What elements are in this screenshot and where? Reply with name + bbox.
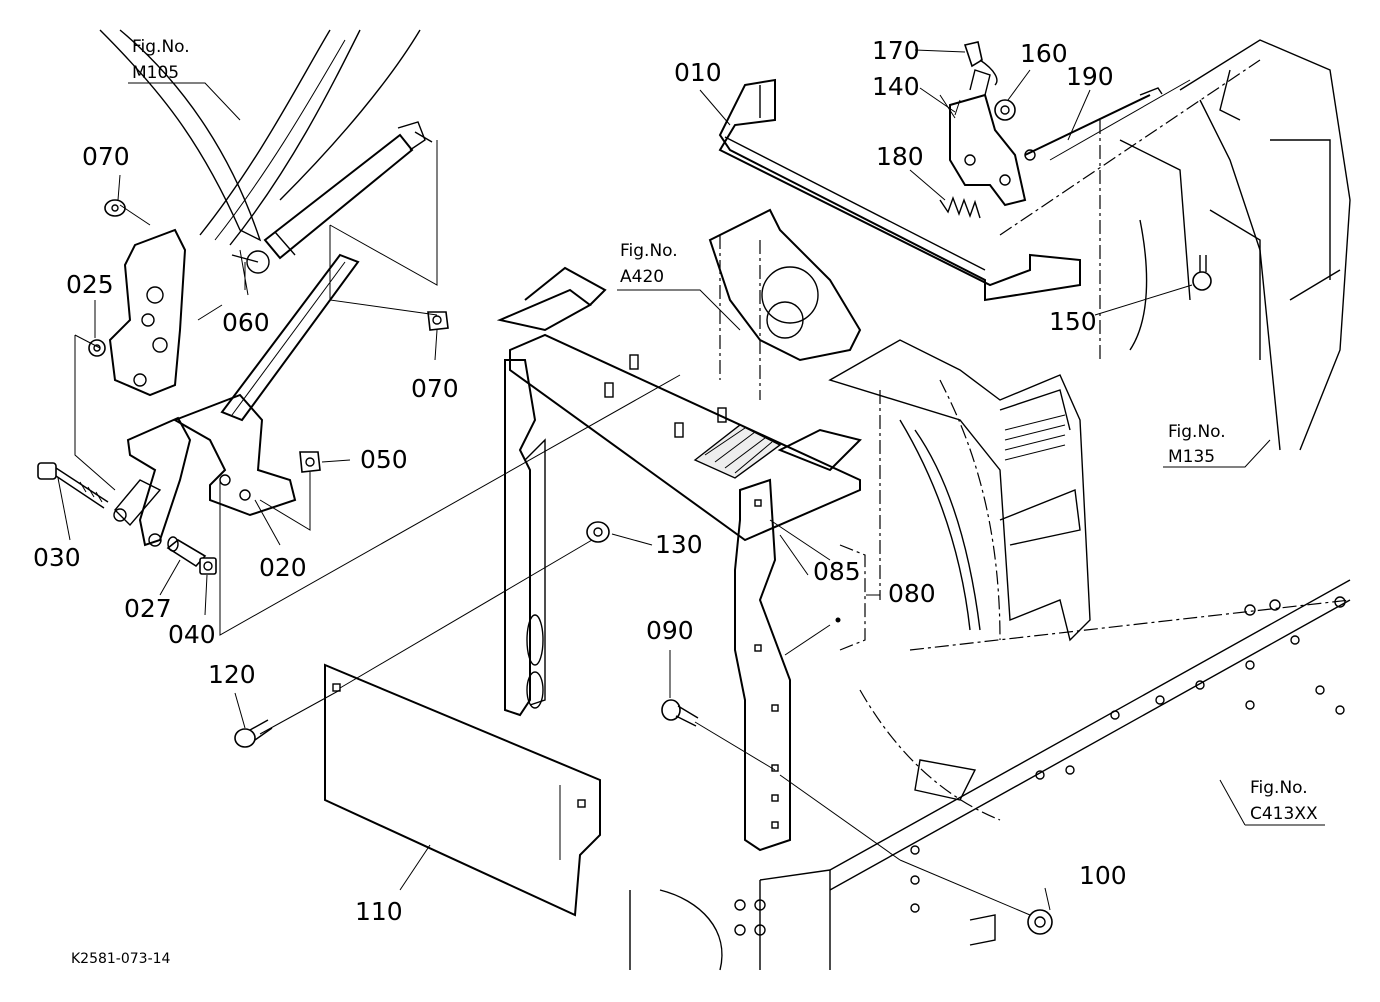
nut-130: [586, 521, 610, 543]
fig-ref-number: A420: [620, 267, 664, 287]
housing-m135: [999, 39, 1351, 451]
bolt-150: [1192, 255, 1212, 291]
washer-070-top: [104, 199, 126, 217]
latch-assembly: [949, 69, 1027, 207]
label-110: 110: [355, 897, 403, 926]
label-090: 090: [646, 616, 694, 645]
label-070-right: 070: [411, 374, 459, 403]
fig-ref-number: C413XX: [1250, 804, 1318, 824]
fig-ref-number: M135: [1168, 447, 1215, 467]
rod-190: [1024, 87, 1163, 161]
label-100: 100: [1079, 861, 1127, 890]
label-140: 140: [872, 72, 920, 101]
gas-strut: [231, 121, 433, 274]
nut-070-right: [427, 311, 449, 331]
fig-ref-title: Fig.No.: [620, 241, 678, 261]
reference-lines-left: [74, 140, 681, 636]
spring-180: [939, 195, 981, 219]
label-040: 040: [168, 620, 216, 649]
fig-ref-title: Fig.No.: [1168, 422, 1226, 442]
bolt-120: [234, 689, 341, 748]
radiator-support-frame: [496, 266, 862, 852]
leader-lines: [57, 49, 1325, 911]
label-130: 130: [655, 530, 703, 559]
label-050: 050: [360, 445, 408, 474]
label-150: 150: [1049, 307, 1097, 336]
figure-reference-m135: Fig.No. M135: [1168, 422, 1226, 467]
label-190: 190: [1066, 62, 1114, 91]
label-025: 025: [66, 270, 114, 299]
label-170: 170: [872, 36, 920, 65]
fig-ref-title: Fig.No.: [132, 37, 190, 57]
label-027: 027: [124, 594, 172, 623]
nut-160: [994, 99, 1016, 121]
handle-bar-010: [718, 78, 1081, 302]
label-060: 060: [222, 308, 270, 337]
figure-reference-a420: Fig.No. A420: [620, 241, 678, 287]
reference-lines-center: [339, 519, 1031, 916]
label-030: 030: [33, 543, 81, 572]
part-number-labels: 010 020 025 027 030 040 050 060 070 070 …: [33, 36, 1127, 926]
boom-pivot-bracket: [108, 228, 187, 397]
fig-ref-title: Fig.No.: [1250, 778, 1308, 798]
label-020: 020: [259, 553, 307, 582]
lift-link-arm: [220, 253, 360, 422]
label-085: 085: [813, 557, 861, 586]
washer-025: [88, 339, 106, 357]
cover-panel-110: [324, 663, 601, 917]
nut-040: [199, 557, 217, 575]
main-frame-c413: [629, 579, 1351, 971]
spacer-027: [166, 536, 207, 568]
drawing-code: K2581-073-14: [71, 951, 171, 967]
label-120: 120: [208, 660, 256, 689]
label-160: 160: [1020, 39, 1068, 68]
label-070-top: 070: [82, 142, 130, 171]
figure-reference-m105: Fig.No. M105: [132, 37, 190, 83]
bolt-090: [661, 699, 699, 727]
bolt-030: [37, 462, 109, 509]
figure-reference-c413xx: Fig.No. C413XX: [1250, 778, 1318, 824]
clip-170: [963, 41, 998, 86]
engine-shroud: [828, 339, 1091, 642]
radiator-bracket-a420: [708, 208, 862, 400]
label-180: 180: [876, 142, 924, 171]
label-080: 080: [888, 579, 936, 608]
label-010: 010: [674, 58, 722, 87]
nut-100: [1027, 909, 1053, 935]
fig-ref-number: M105: [132, 63, 179, 83]
nut-050: [299, 451, 321, 473]
